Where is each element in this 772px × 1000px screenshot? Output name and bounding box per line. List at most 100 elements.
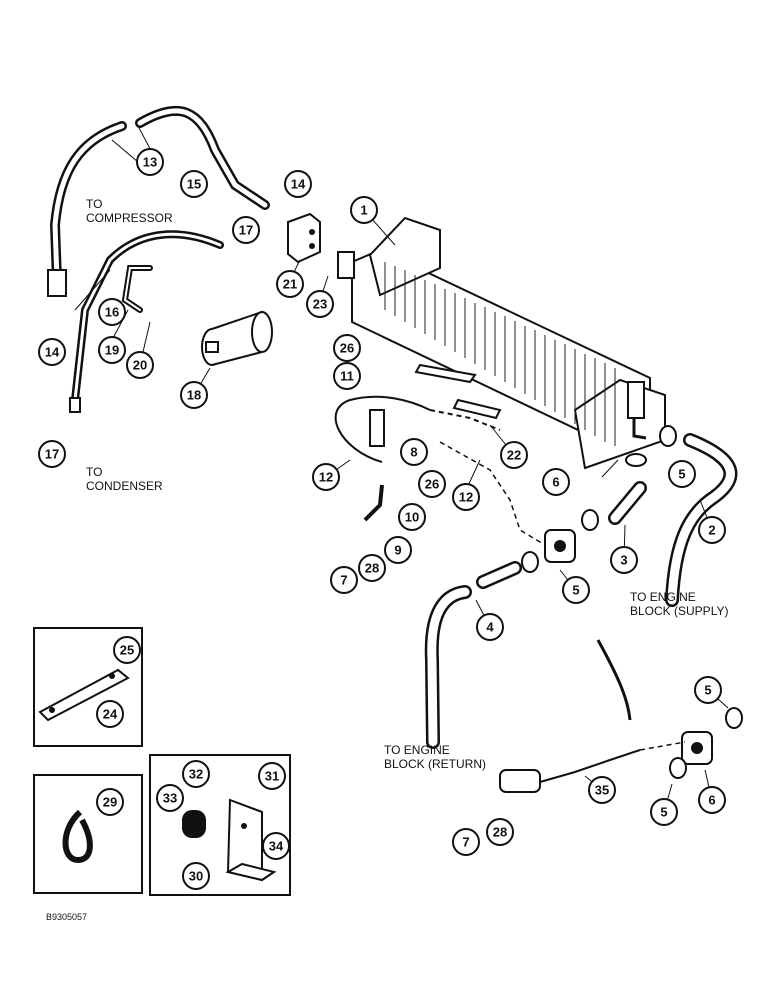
callout-number: 4	[486, 620, 494, 635]
callout-number: 12	[459, 490, 473, 505]
callout-number: 11	[340, 369, 354, 384]
callout-number: 1	[360, 203, 367, 218]
callout-c5d: 5	[650, 798, 678, 826]
water-valve-detail	[681, 731, 713, 765]
callout-circle	[452, 483, 480, 511]
callout-circle	[180, 170, 208, 198]
callout-number: 5	[660, 805, 667, 820]
refrigerant-hose	[49, 105, 270, 404]
callout-balloons: 1234555566778910111212131414151617171819…	[38, 148, 726, 890]
callout-circle	[156, 784, 184, 812]
callout-circle	[96, 788, 124, 816]
callout-circle	[232, 216, 260, 244]
cable-bracket-rod	[363, 484, 384, 522]
callout-c9: 9	[384, 536, 412, 564]
callout-c12a: 12	[312, 463, 340, 491]
callout-c22: 22	[500, 441, 528, 469]
callout-circle	[330, 566, 358, 594]
callout-circle	[668, 460, 696, 488]
callout-c7a: 7	[330, 566, 358, 594]
callout-c6b: 6	[698, 786, 726, 814]
callout-c17a: 17	[232, 216, 260, 244]
callout-number: 19	[105, 343, 119, 358]
heater-hose	[424, 433, 738, 749]
callout-c23: 23	[306, 290, 334, 318]
callout-c18: 18	[180, 381, 208, 409]
callout-number: 20	[133, 358, 147, 373]
callout-c15: 15	[180, 170, 208, 198]
callout-number: 23	[313, 297, 327, 312]
callout-c30: 30	[182, 862, 210, 890]
callout-c26a: 26	[333, 334, 361, 362]
callout-number: 2	[708, 523, 715, 538]
callout-number: 3	[620, 553, 627, 568]
callout-c35: 35	[588, 776, 616, 804]
callout-c14b: 14	[38, 338, 66, 366]
callout-circle	[276, 270, 304, 298]
callout-circle	[113, 636, 141, 664]
callout-c10: 10	[398, 503, 426, 531]
detail-arrow	[596, 639, 632, 721]
to-compressor-label-1: TO	[86, 197, 102, 211]
callout-c5a: 5	[668, 460, 696, 488]
callout-number: 30	[189, 869, 203, 884]
control-cable	[334, 395, 686, 783]
to-compressor-label-2: COMPRESSOR	[86, 211, 173, 225]
callout-c1: 1	[350, 196, 378, 224]
hose-fitting	[69, 397, 81, 413]
callout-number: 26	[340, 341, 354, 356]
callout-number: 7	[462, 835, 469, 850]
callout-circle	[96, 700, 124, 728]
callout-circle	[698, 516, 726, 544]
callout-circle	[486, 818, 514, 846]
callout-circle	[98, 336, 126, 364]
supply-label-2: BLOCK (SUPPLY)	[630, 604, 728, 618]
callout-number: 12	[319, 470, 333, 485]
callout-c28a: 28	[358, 554, 386, 582]
detail-box-tie	[33, 774, 143, 894]
callout-c32: 32	[182, 760, 210, 788]
callout-number: 28	[365, 561, 379, 576]
callout-number: 28	[493, 825, 507, 840]
callout-number: 15	[187, 177, 201, 192]
callout-c5b: 5	[562, 576, 590, 604]
supply-label-1: TO ENGINE	[630, 590, 696, 604]
callout-number: 32	[189, 767, 203, 782]
callout-circle	[358, 554, 386, 582]
callout-c5c: 5	[694, 676, 722, 704]
return-label-1: TO ENGINE	[384, 743, 450, 757]
callout-number: 21	[283, 277, 297, 292]
callout-circle	[98, 298, 126, 326]
callout-number: 5	[572, 583, 579, 598]
callout-circle	[452, 828, 480, 856]
callout-number: 16	[105, 305, 119, 320]
callout-circle	[610, 546, 638, 574]
callout-number: 31	[265, 769, 279, 784]
callout-circle	[384, 536, 412, 564]
callout-circle	[650, 798, 678, 826]
cable-bracket	[369, 409, 541, 793]
callout-number: 13	[143, 155, 157, 170]
callout-c29: 29	[96, 788, 124, 816]
callout-number: 6	[552, 475, 559, 490]
callout-number: 26	[425, 477, 439, 492]
callout-circle	[180, 381, 208, 409]
callout-number: 29	[103, 795, 117, 810]
callout-number: 8	[410, 445, 417, 460]
callout-circle	[258, 762, 286, 790]
callout-number: 22	[507, 448, 521, 463]
callout-circle	[350, 196, 378, 224]
callout-circle	[182, 862, 210, 890]
callout-number: 7	[340, 573, 347, 588]
water-valve	[544, 529, 576, 563]
callout-circle	[418, 470, 446, 498]
callout-circle	[500, 441, 528, 469]
callout-number: 14	[291, 177, 306, 192]
duct-seal	[414, 363, 502, 420]
callout-circle	[126, 351, 154, 379]
receiver-drier	[201, 310, 273, 366]
callout-circle	[38, 440, 66, 468]
callout-c31: 31	[258, 762, 286, 790]
callout-number: 34	[269, 839, 284, 854]
